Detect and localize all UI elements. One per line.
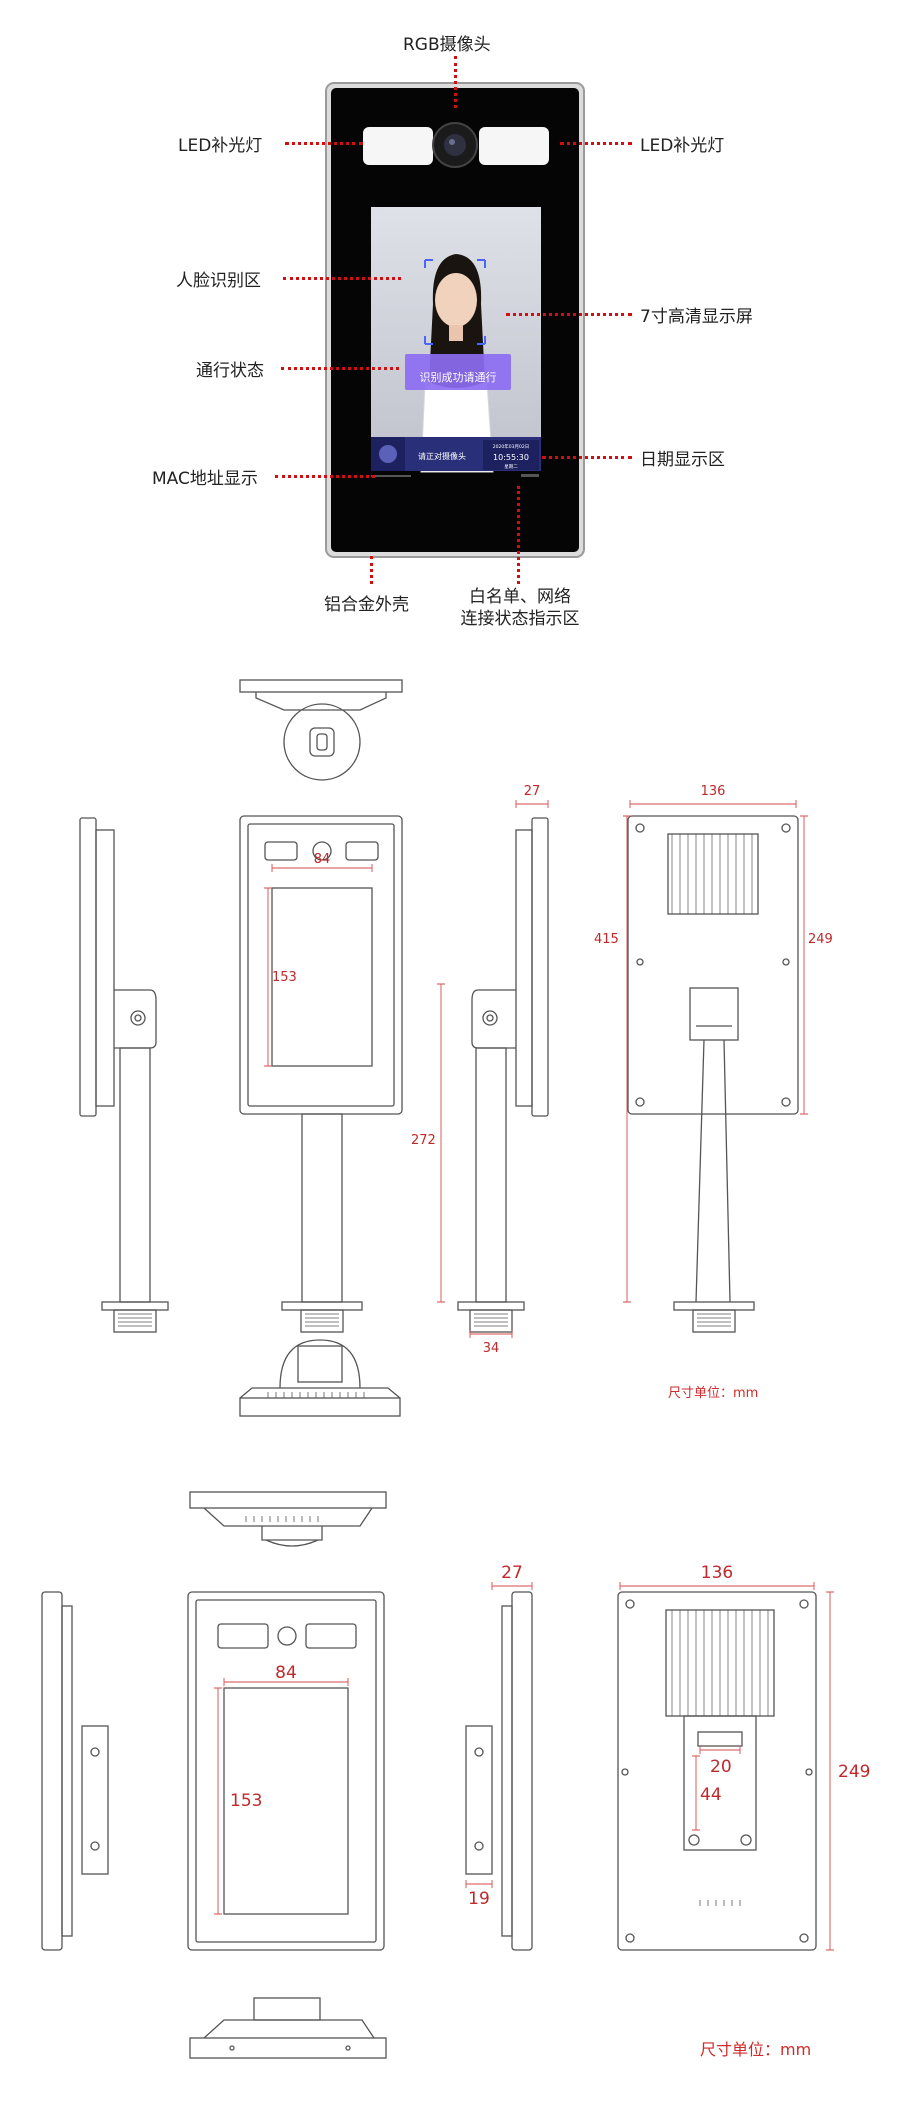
leader-date: [542, 456, 632, 459]
dim2-bracket-depth: 19: [468, 1889, 490, 1909]
callout-rgb-camera: RGB摄像头: [403, 35, 491, 55]
leader-rgb: [454, 56, 457, 108]
unit-label-1: 尺寸单位：mm: [668, 1386, 759, 1401]
technical-drawing-pedestal: 84 153 27 136 415 249 272 34: [79, 679, 833, 1417]
leader-led-right: [560, 142, 632, 145]
callout-face-area: 人脸识别区: [176, 271, 261, 291]
dim-width: 136: [701, 784, 726, 799]
dim-pole-height: 272: [411, 1133, 436, 1148]
dim-screen-height: 153: [272, 970, 297, 985]
leader-mac: [275, 475, 375, 478]
dim-screen-width: 84: [314, 852, 331, 867]
leader-shell: [370, 556, 373, 584]
leader-whitelist: [517, 486, 520, 584]
callout-pass-status: 通行状态: [196, 361, 264, 381]
date-text: 2020年03月02日: [493, 443, 529, 450]
dim-body-height: 249: [808, 932, 833, 947]
dim2-bracket-width: 20: [710, 1757, 732, 1777]
dim-depth: 27: [524, 784, 541, 799]
callout-whitelist-line2: 连接状态指示区: [460, 609, 580, 629]
dim2-depth: 27: [501, 1563, 523, 1583]
weekday-text: 星期二: [504, 464, 518, 470]
leader-screen: [506, 313, 632, 316]
dim-total-height: 415: [594, 932, 619, 947]
callout-date-area: 日期显示区: [640, 450, 725, 470]
dim2-screen-width: 84: [275, 1663, 297, 1683]
callout-led-left: LED补光灯: [178, 136, 263, 156]
callout-whitelist: 白名单、网络 连接状态指示区: [450, 586, 590, 630]
dim2-bracket-height: 44: [700, 1785, 722, 1805]
status-text: 识别成功请通行: [420, 371, 497, 384]
time-text: 10:55:30: [493, 453, 529, 462]
dim-pole-width: 34: [483, 1341, 500, 1356]
callout-mac-display: MAC地址显示: [152, 469, 258, 489]
callout-led-right: LED补光灯: [640, 136, 725, 156]
leader-face: [283, 277, 401, 280]
dim2-body-height: 249: [838, 1762, 870, 1782]
prompt-text: 请正对摄像头: [418, 451, 466, 461]
technical-drawing-wallmount: 84 153 27 136 249 20 44 19: [41, 1491, 870, 2059]
dim2-screen-height: 153: [230, 1791, 262, 1811]
callout-whitelist-line1: 白名单、网络: [469, 587, 571, 607]
callout-screen: 7寸高清显示屏: [640, 307, 753, 327]
device-photo: 识别成功请通行 请正对摄像头 2020年03月02日 10:55:30 星期二: [325, 82, 585, 558]
callout-shell: 铝合金外壳: [324, 595, 409, 615]
leader-pass: [281, 367, 399, 370]
leader-led-left: [285, 142, 363, 145]
dim2-width: 136: [701, 1563, 733, 1583]
unit-label-2: 尺寸单位：mm: [700, 2040, 812, 2059]
